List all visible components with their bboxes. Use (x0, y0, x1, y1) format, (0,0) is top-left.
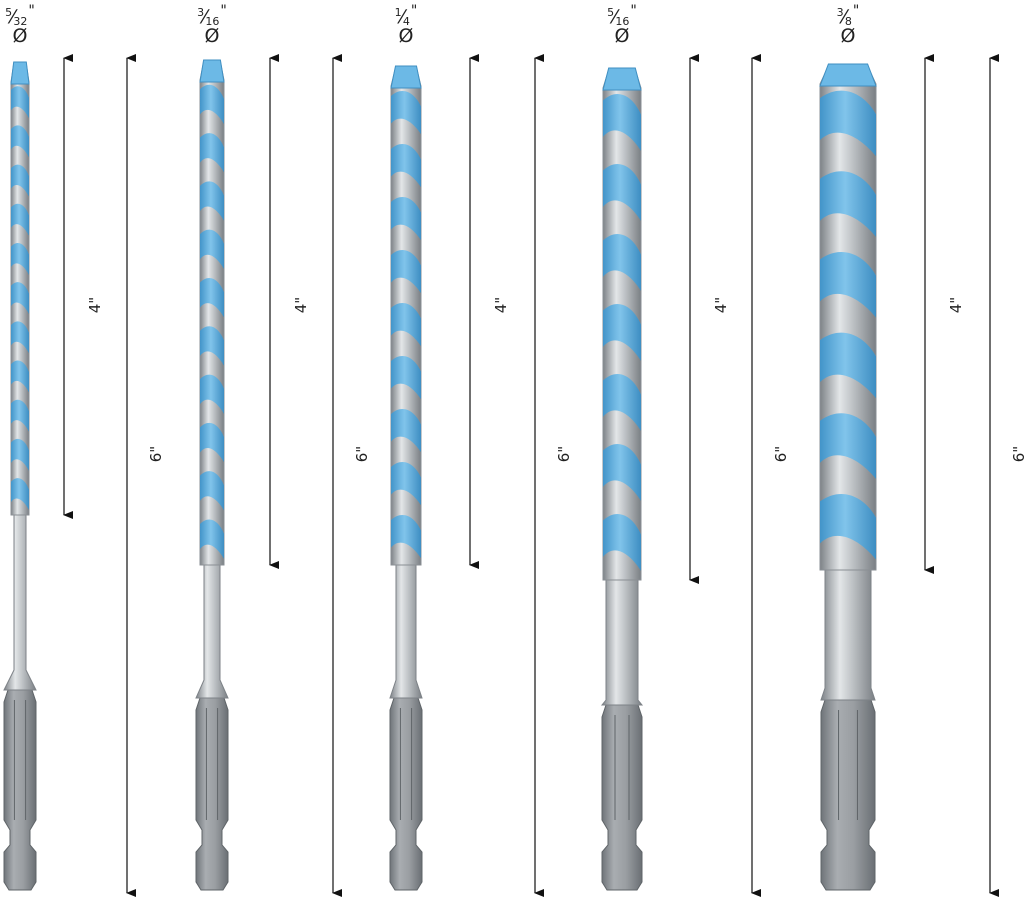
blue-flute (820, 413, 876, 479)
blue-flute (391, 91, 421, 135)
size-label-3: 1⁄4"Ø (371, 4, 441, 46)
drill-bit-2 (195, 59, 229, 891)
blue-flute (603, 374, 641, 431)
blue-flute (820, 251, 876, 318)
size-label-1: 5⁄32"Ø (0, 4, 55, 46)
overall-length-label: 6" (1010, 445, 1028, 463)
size-fraction: 1⁄4" (394, 3, 418, 28)
diameter-symbol: Ø (204, 25, 220, 47)
blue-flute (200, 229, 224, 269)
flute-length-label: 4" (86, 296, 104, 314)
hex-shank (195, 697, 229, 891)
overall-length-label: 6" (147, 445, 165, 463)
carbide-tip (390, 65, 422, 89)
blue-flute (11, 438, 29, 471)
hex-shank (3, 689, 37, 891)
blue-flute (200, 422, 224, 463)
blue-flute (391, 409, 421, 453)
blue-flute (200, 277, 224, 318)
blue-flute (391, 144, 421, 188)
blue-flute (603, 234, 641, 291)
blue-flute (11, 125, 29, 158)
round-shank (195, 554, 229, 699)
blue-flute (11, 164, 29, 197)
blue-flute (391, 197, 421, 241)
hex-shank (601, 704, 643, 891)
drill-bit-1 (3, 61, 37, 891)
size-label-4: 5⁄16"Ø (587, 4, 657, 46)
blue-flute (11, 242, 29, 275)
blue-flute (820, 493, 876, 560)
round-shank (600, 569, 644, 706)
blue-flute (11, 86, 29, 119)
blue-flute (200, 84, 224, 125)
blue-flute (391, 303, 421, 347)
size-fraction: 5⁄16" (607, 3, 637, 28)
blue-flute (820, 332, 876, 399)
flute-length-label: 4" (492, 296, 510, 314)
blue-flute (200, 181, 224, 221)
overall-length-label: 6" (353, 445, 371, 463)
round-shank (389, 554, 423, 699)
carbide-tip (602, 67, 642, 91)
blue-flute (603, 304, 641, 361)
carbide-tip (10, 61, 30, 85)
blue-flute (820, 90, 876, 157)
size-label-5: 3⁄8"Ø (813, 4, 883, 46)
flute-length-label: 4" (292, 296, 310, 314)
diameter-symbol: Ø (398, 25, 414, 47)
blue-flute (11, 282, 29, 314)
round-shank (3, 504, 37, 691)
blue-flute (603, 514, 641, 571)
blue-flute (603, 444, 641, 501)
blue-flute (200, 133, 224, 173)
blue-flute (11, 321, 29, 354)
hex-shank (389, 697, 423, 891)
size-fraction: 5⁄32" (5, 3, 35, 28)
blue-flute (820, 171, 876, 237)
flute-length-label: 4" (712, 296, 730, 314)
blue-flute (391, 462, 421, 506)
blue-flute (11, 399, 29, 432)
blue-flute (391, 356, 421, 400)
blue-flute (200, 326, 224, 366)
size-fraction: 3⁄16" (197, 3, 227, 28)
round-shank (820, 559, 876, 701)
overall-length-label: 6" (772, 445, 790, 463)
blue-flute (603, 164, 641, 221)
carbide-tip (819, 63, 877, 87)
blue-flute (11, 203, 29, 236)
blue-flute (391, 515, 421, 559)
blue-flute (391, 250, 421, 294)
drill-bit-4 (600, 67, 644, 891)
diameter-symbol: Ø (840, 25, 856, 47)
carbide-tip (199, 59, 225, 83)
flute-length-label: 4" (947, 296, 965, 314)
blue-flute (11, 360, 29, 393)
blue-flute (200, 374, 224, 414)
hex-shank (820, 699, 876, 891)
blue-flute (603, 94, 641, 151)
overall-length-label: 6" (555, 445, 573, 463)
diameter-symbol: Ø (614, 25, 630, 47)
size-fraction: 3⁄8" (836, 3, 860, 28)
drill-bit-5 (819, 63, 877, 891)
diameter-symbol: Ø (12, 25, 28, 47)
blue-flute (200, 519, 224, 559)
blue-flute (200, 471, 224, 511)
size-label-2: 3⁄16"Ø (177, 4, 247, 46)
drill-bit-3 (389, 65, 423, 891)
blue-flute (11, 478, 29, 510)
